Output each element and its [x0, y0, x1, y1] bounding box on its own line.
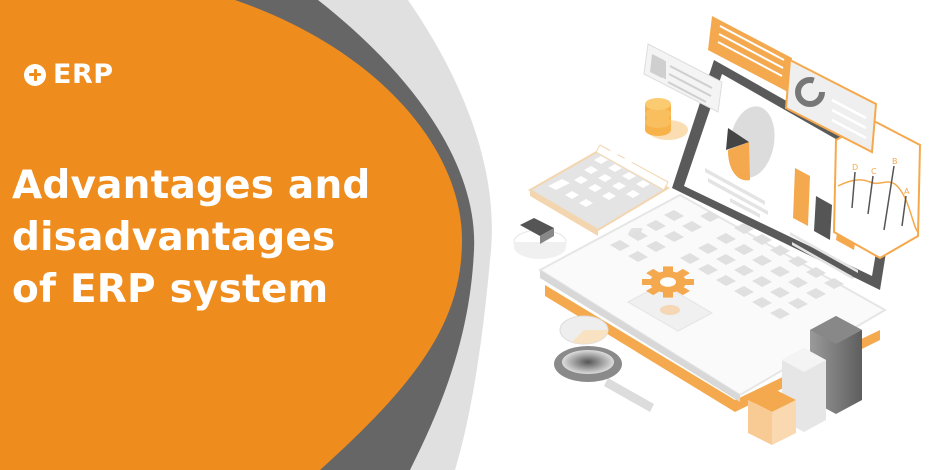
title-line-2: disadvantages	[12, 215, 336, 260]
coin-stack-icon	[645, 98, 688, 140]
orange-shape	[0, 0, 462, 470]
title-line-1: Advantages and	[12, 163, 371, 208]
line-chart-card: D C B A	[832, 118, 922, 260]
plus-circle-icon	[24, 63, 46, 86]
gear-icon	[642, 266, 694, 298]
donut-card	[784, 58, 878, 154]
erp-illustration: D C B A	[513, 16, 922, 445]
page-title: Advantages and disadvantages of ERP syst…	[12, 160, 371, 316]
chart-label-a: A	[904, 187, 910, 196]
logo-text: ERP	[53, 59, 114, 90]
calculator-icon	[528, 144, 670, 236]
chart-label-c: C	[871, 167, 877, 176]
magnifying-glass-icon	[554, 346, 654, 412]
text-card-orange	[708, 16, 792, 92]
chart-label-b: B	[892, 157, 898, 166]
box-icon	[748, 388, 796, 445]
pie-chart	[726, 106, 775, 181]
pie-token-icon	[513, 218, 567, 259]
title-line-3: of ERP system	[12, 267, 329, 312]
brand-logo: ERP	[24, 61, 114, 88]
chart-label-d: D	[852, 163, 858, 172]
pie-small-icon	[559, 315, 609, 345]
text-card-grey	[643, 43, 723, 113]
